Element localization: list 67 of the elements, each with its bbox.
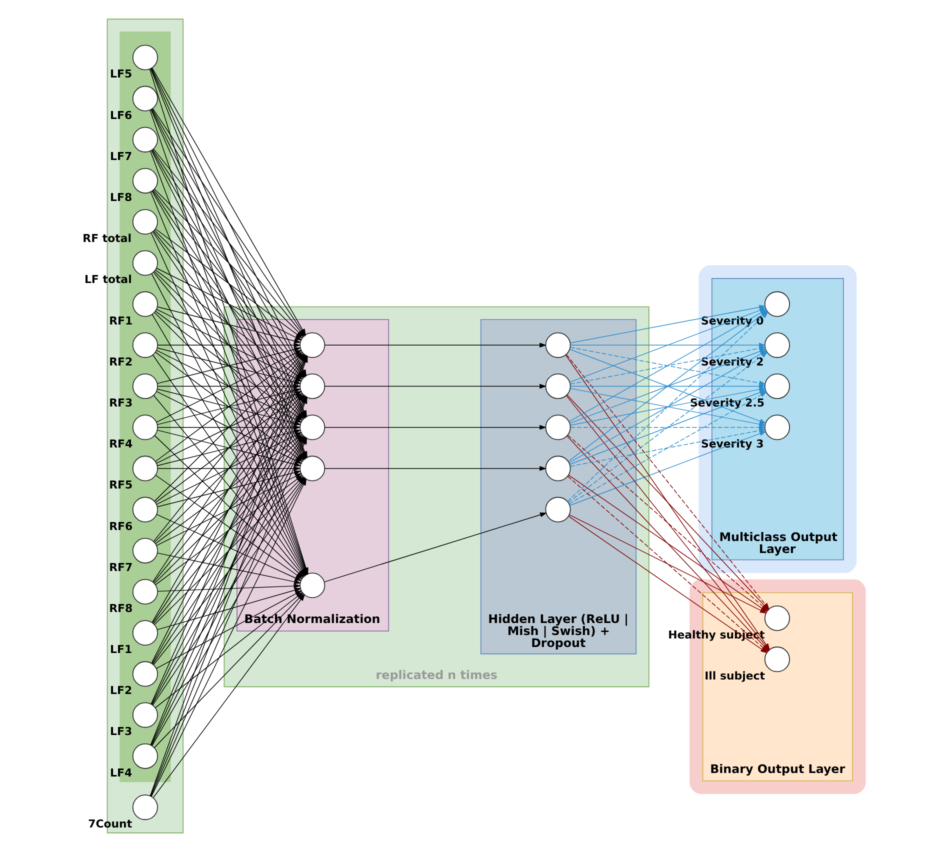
node-circle: [132, 414, 158, 440]
node-circle: [300, 332, 326, 358]
node-circle: [132, 702, 158, 728]
node-circle: [545, 456, 571, 482]
node-circle: [545, 373, 571, 400]
arrow: [157, 584, 301, 592]
node-label: Ill subject: [704, 670, 765, 683]
node-circle: [132, 794, 158, 820]
node-label: LF1: [110, 643, 132, 656]
cluster: Hidden Layer (ReLU | Mish | Swish) + Dropout: [480, 319, 637, 654]
node-label: RF4: [109, 438, 133, 451]
node-label: RF6: [109, 520, 133, 533]
node-circle: [132, 456, 158, 482]
arrow: [157, 342, 301, 348]
node-circle: [132, 373, 158, 400]
node-label: Severity 3: [700, 438, 764, 451]
node-circle: [545, 496, 571, 522]
arrow: [324, 384, 547, 389]
node-circle: [132, 620, 158, 646]
node-circle: [764, 291, 790, 317]
node-circle: [545, 414, 571, 440]
node-circle: [764, 605, 790, 632]
node-circle: [764, 332, 790, 358]
node-circle: [132, 126, 158, 152]
node-label: RF8: [109, 602, 133, 615]
node-circle: [300, 414, 326, 440]
node-label: LF7: [110, 150, 132, 163]
node-circle: [132, 496, 158, 522]
node-circle: [764, 646, 790, 672]
arrow: [156, 514, 302, 581]
node-circle: [132, 538, 158, 564]
node-label: RF2: [109, 355, 133, 368]
node-circle: [300, 456, 326, 482]
arrow: [324, 424, 547, 430]
node-circle: [132, 578, 158, 605]
node-label: RF5: [109, 478, 133, 492]
node-label: LF2: [110, 684, 132, 698]
node-circle: [132, 168, 158, 194]
arrow: [324, 342, 547, 348]
node-label: LF6: [110, 108, 132, 122]
node-label: RF7: [109, 560, 133, 574]
node-label: LF8: [110, 190, 132, 204]
node-circle: [300, 572, 326, 598]
node-circle: [132, 291, 158, 317]
node-circle: [300, 373, 326, 400]
node-label: LF4: [110, 766, 132, 780]
node-label: LF3: [110, 725, 132, 738]
node-label: RF1: [109, 314, 133, 328]
node-circle: [764, 373, 790, 400]
arrow: [324, 512, 547, 582]
arrow: [324, 466, 547, 471]
arrow: [157, 552, 302, 584]
node-circle: [132, 661, 158, 687]
node-circle: [132, 250, 158, 276]
node-circle: [132, 332, 158, 358]
node-label: LF5: [110, 68, 132, 81]
node-label: LF total: [84, 273, 132, 286]
node-label: RF3: [109, 396, 133, 410]
node-circle: [132, 86, 158, 112]
node-circle: [132, 44, 158, 70]
node-label: RF total: [82, 232, 132, 246]
node-circle: [764, 414, 790, 440]
node-circle: [132, 209, 158, 235]
node-circle: [132, 743, 158, 769]
node-label: 7Count: [88, 817, 132, 830]
arrow: [157, 306, 302, 344]
node-circle: [545, 332, 571, 358]
